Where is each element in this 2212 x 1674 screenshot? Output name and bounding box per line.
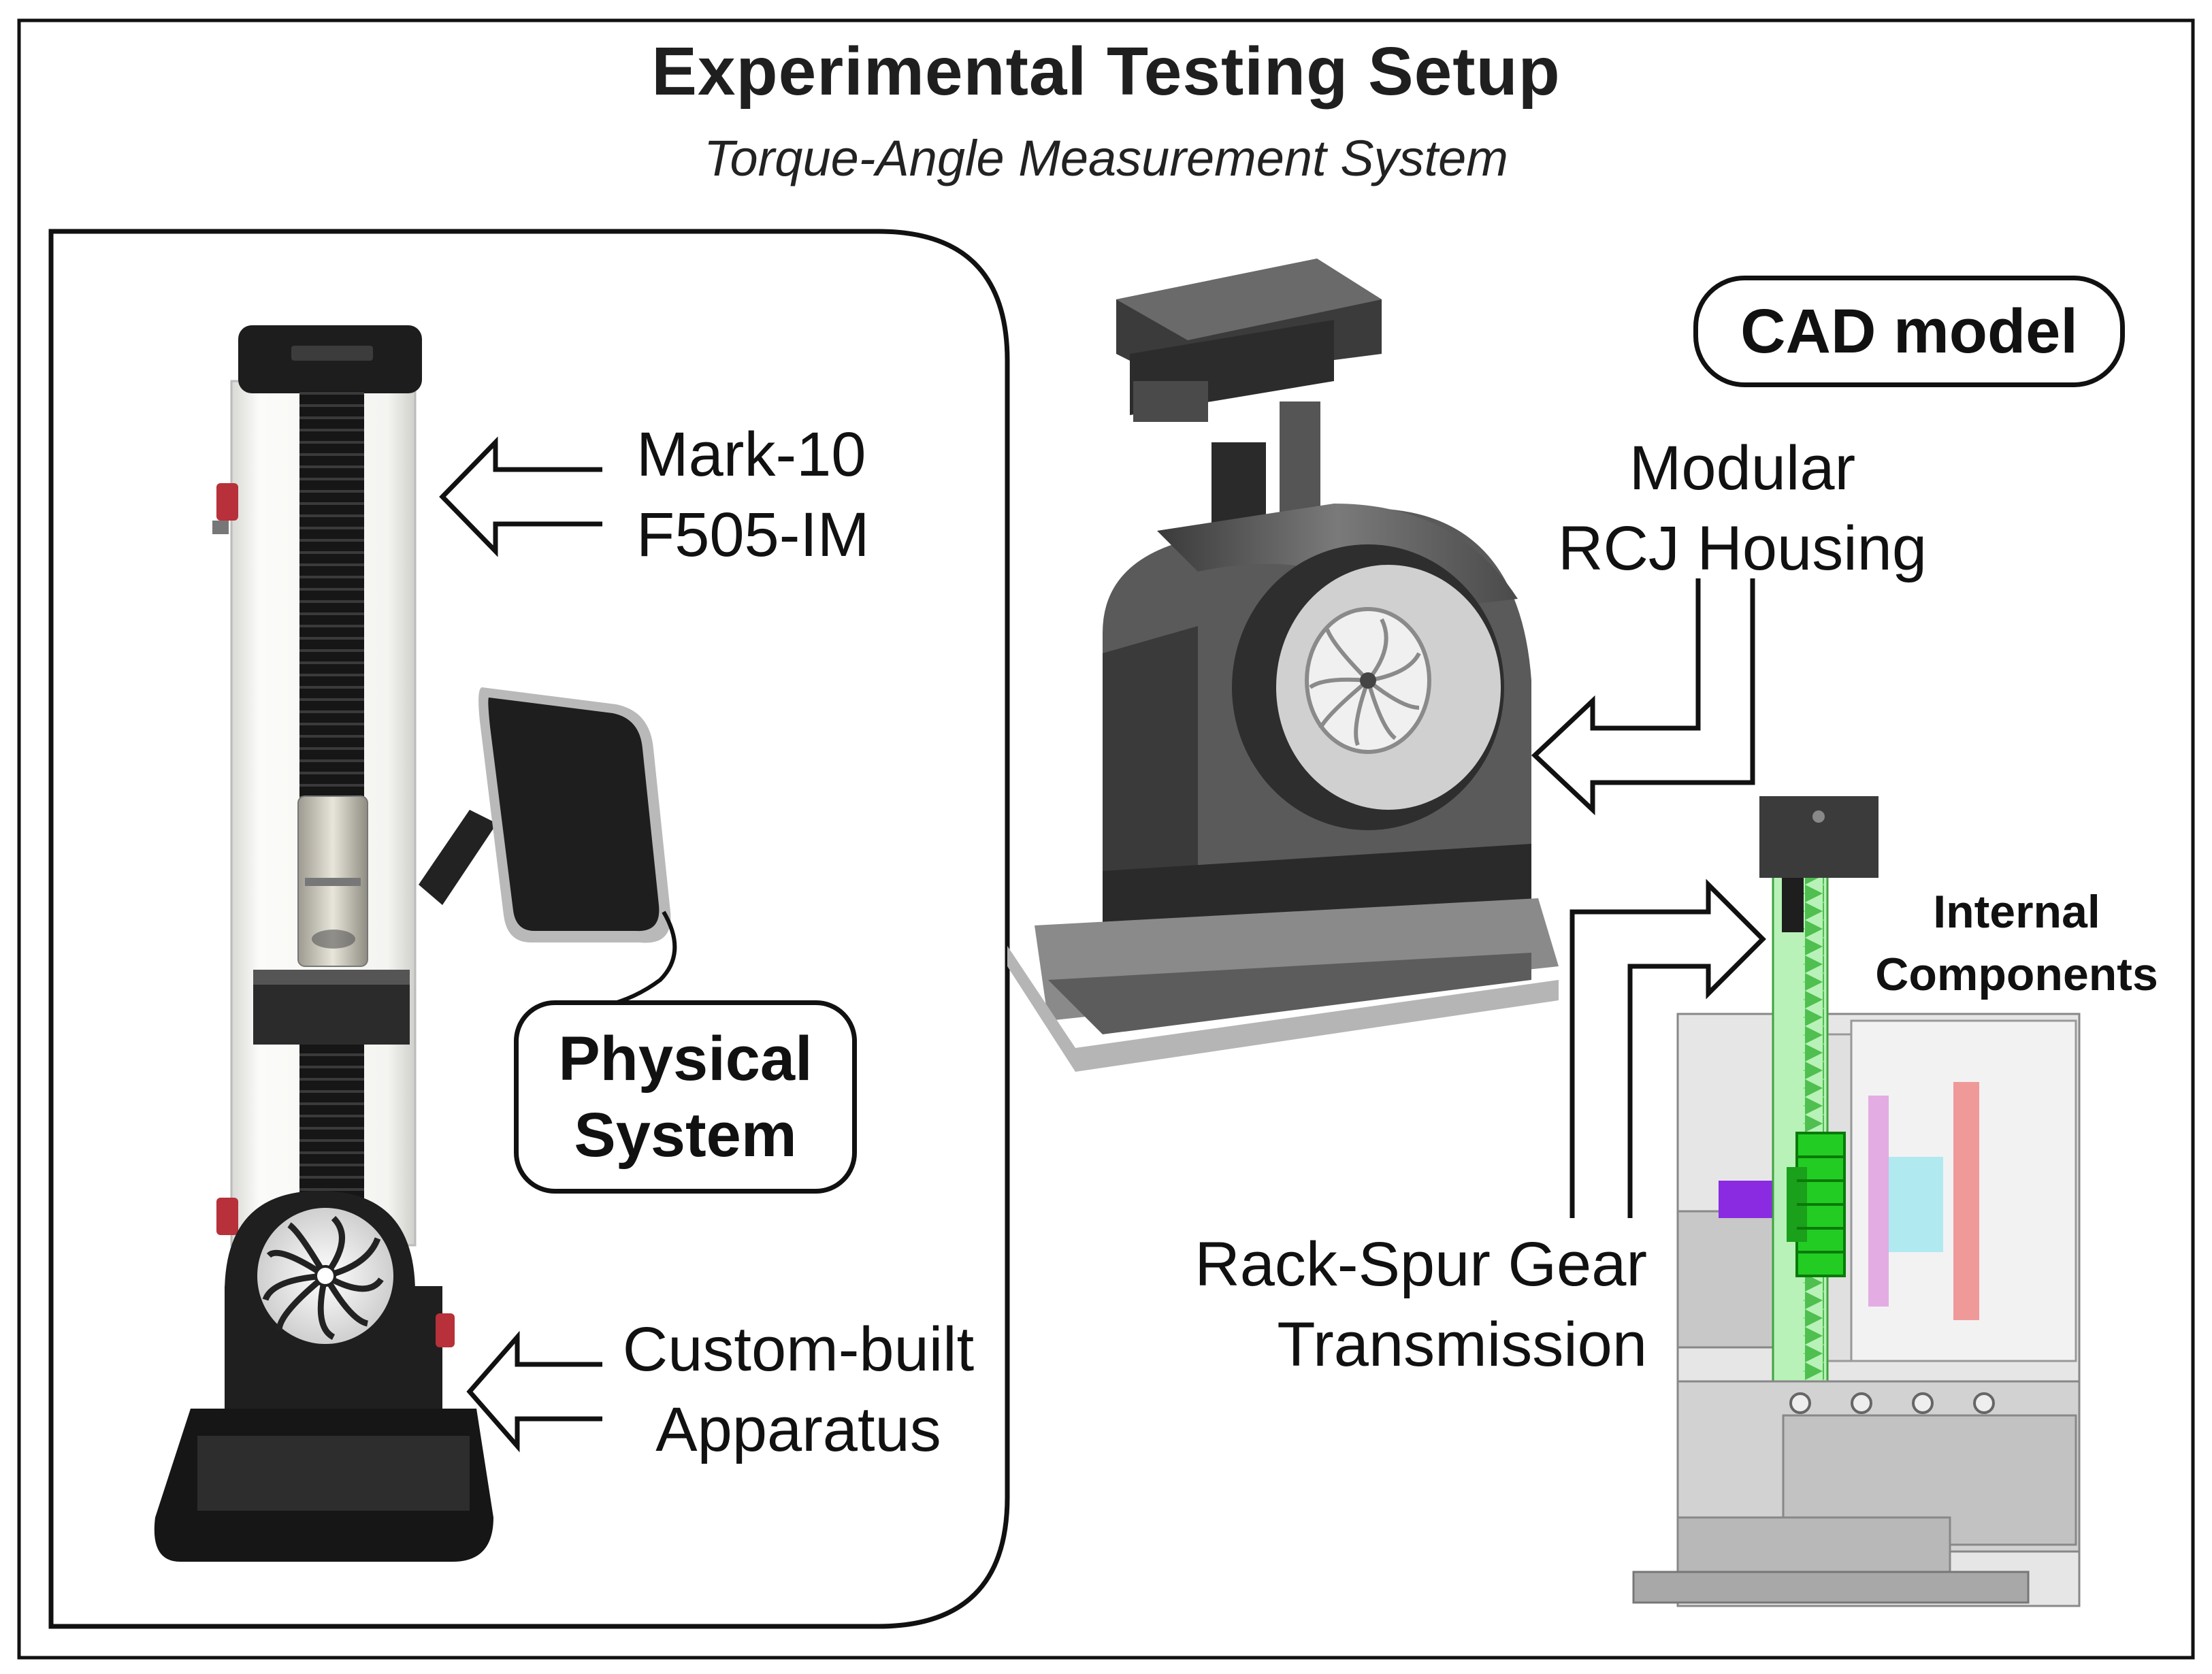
- label-mark10: Mark-10 F505-IM: [636, 415, 870, 576]
- cad-model-text: CAD model: [1740, 296, 2078, 366]
- label-internal-line1: Internal: [1933, 886, 2100, 938]
- label-internal-components: Internal Components: [1850, 881, 2183, 1006]
- arrow-to-mark10: [439, 436, 602, 557]
- tablet-arm: [419, 810, 497, 905]
- top-knob-red: [216, 483, 238, 521]
- bellows-upper: [299, 391, 364, 800]
- lower-knob-red: [216, 1198, 238, 1235]
- arrow-to-housing: [1531, 578, 1755, 816]
- disk-cyan: [1889, 1157, 1943, 1252]
- label-gear-transmission: Rack-Spur Gear Transmission: [1143, 1225, 1647, 1385]
- label-gear-line1: Rack-Spur Gear: [1194, 1230, 1647, 1299]
- label-housing-line2: RCJ Housing: [1558, 513, 1927, 583]
- custom-apparatus: [154, 1191, 493, 1562]
- cad-model-badge: CAD model: [1693, 276, 2125, 387]
- cad-base-plate: [1007, 946, 1559, 1072]
- rack-top-block: [1759, 796, 1878, 878]
- physical-system-line1: Physical: [558, 1023, 813, 1094]
- arrow-to-rack: [1569, 879, 1766, 1218]
- label-mark10-line2: F505-IM: [636, 499, 870, 570]
- internal-components-section: [1632, 796, 2081, 1607]
- label-apparatus-line1: Custom-built: [622, 1315, 975, 1384]
- controller-tablet: [478, 687, 671, 943]
- mark10-test-stand: [154, 325, 677, 1562]
- label-apparatus: Custom-built Apparatus: [608, 1310, 989, 1471]
- disk-pink: [1868, 1096, 1889, 1307]
- disk-red: [1953, 1082, 1979, 1320]
- cad-housing-model: [1007, 259, 1559, 1072]
- label-housing-line1: Modular: [1629, 433, 1856, 503]
- physical-system-badge: Physical System: [514, 1000, 857, 1194]
- outer-frame: [17, 18, 2195, 1660]
- brand-plate: [291, 346, 373, 361]
- physical-system-line2: System: [574, 1100, 797, 1170]
- cad-rack: [1280, 401, 1320, 524]
- internal-base-plate: [1632, 1571, 2030, 1604]
- figure-title: Experimental Testing Setup: [651, 33, 1561, 110]
- label-internal-line2: Components: [1875, 948, 2158, 1000]
- figure-subtitle: Torque-Angle Measurement System: [704, 130, 1508, 186]
- physical-panel: [48, 229, 1010, 1629]
- label-housing: Modular RCJ Housing: [1531, 429, 1953, 589]
- label-mark10-line1: Mark-10: [636, 420, 866, 489]
- label-apparatus-line2: Apparatus: [655, 1394, 941, 1464]
- arrow-to-apparatus: [466, 1330, 602, 1453]
- label-gear-line2: Transmission: [1277, 1309, 1647, 1379]
